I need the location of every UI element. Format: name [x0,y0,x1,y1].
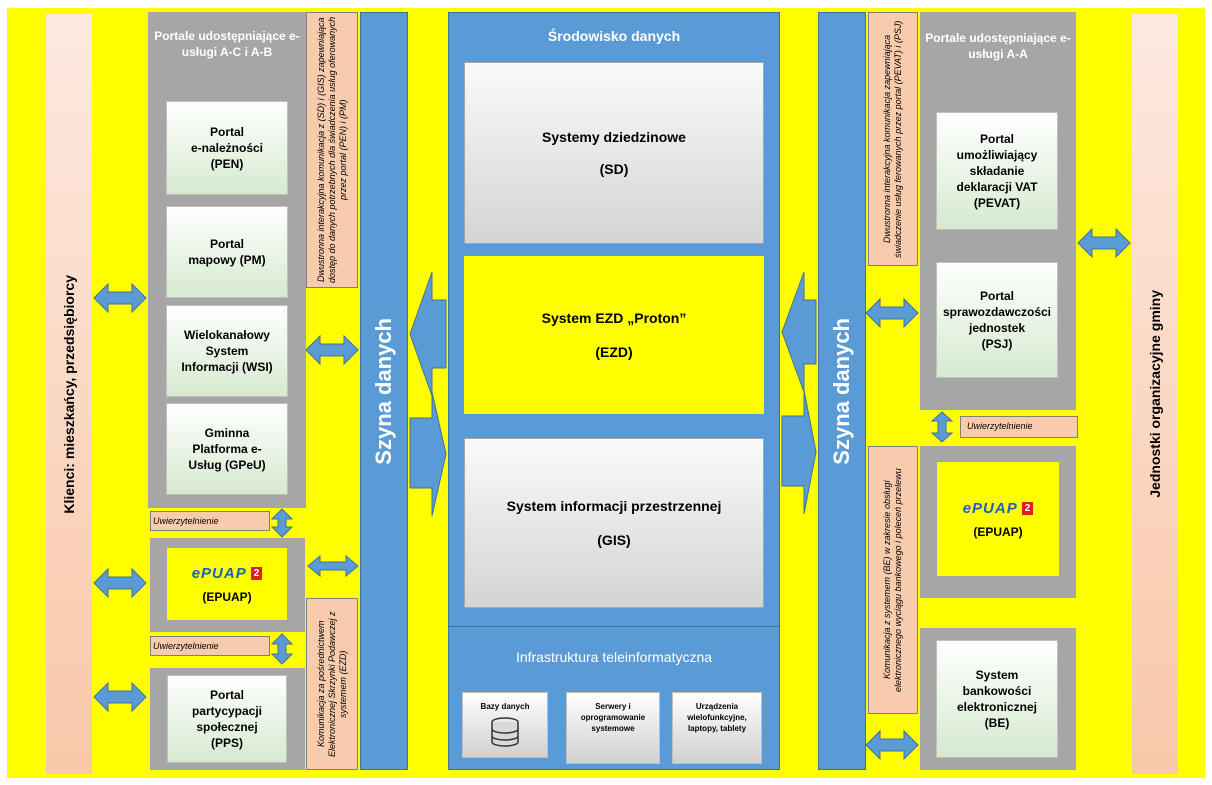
left-epuap-box: ePUAP 2 (EPUAP) [167,548,287,620]
infra-databases: Bazy danych [462,692,548,758]
sd-code: (SD) [599,161,629,177]
card-text: elektronicznej [956,700,1038,714]
arrow-left-icon [409,271,447,397]
arrow-right-icon [409,391,447,517]
card-text: jednostek [968,321,1025,335]
double-arrow-icon [93,567,147,599]
card-text: Wielokanałowy [184,328,270,342]
environment-title: Środowisko danych [547,28,681,44]
portal-psj-card: Portal sprawozdawczości jednostek (PSJ) [936,262,1058,378]
double-arrow-icon [307,554,359,578]
left-portals-title: Portale udostępniające e-usługi A-C i A-… [154,29,300,59]
infra-label: Serwery i oprogramowanie systemowe [580,702,646,733]
left-data-bus: Szyna danych [360,12,408,770]
epuap-label: (EPUAP) [202,589,252,604]
infra-title: Infrastruktura teleinformatyczna [515,649,713,665]
card-text: partycypacji [191,704,263,718]
card-text: deklaracji VAT [956,180,1038,194]
ezd-system-box: System EZD „Proton” (EZD) [464,256,764,414]
system-be-card: System bankowości elektronicznej (BE) [936,640,1058,758]
card-text: społecznej [196,720,258,734]
left-top-note: Dwustronna interakcyjna komunikacja z (S… [306,12,358,288]
card-text: System [975,668,1019,682]
epuap-logo-num: 2 [1021,501,1034,515]
card-text: e-należności [190,141,264,155]
card-text: Gminna [204,426,250,440]
double-arrow-icon [1077,227,1131,259]
double-arrow-icon [865,297,919,329]
infra-devices: Urządzenia wielofunkcyjne, laptopy, tabl… [672,692,762,764]
portal-pm-card: Portal mapowy (PM) [166,206,288,298]
epuap-logo-num: 2 [250,566,263,580]
card-text: Portal [979,132,1014,146]
infra-label: Urządzenia wielofunkcyjne, laptopy, tabl… [687,702,747,733]
card-text: sprawozdawczości [942,305,1052,319]
gis-code: (GIS) [597,532,631,548]
gis-name: System informacji przestrzennej [506,498,722,514]
epuap-logo-icon: ePUAP 2 [192,565,263,582]
left-auth-label-bottom: Uwierzytelnienie [150,636,270,656]
left-auth-label-top: Uwierzytelnienie [150,511,270,531]
vertical-double-arrow-icon [270,633,294,665]
ezd-name: System EZD „Proton” [541,310,687,326]
epuap-label: (EPUAP) [973,524,1023,539]
right-epuap-box: ePUAP 2 (EPUAP) [937,462,1059,576]
right-auth-label: Uwierzytelnienie [960,416,1078,438]
vertical-double-arrow-icon [930,411,954,443]
right-bottom-note: Komunikacja z systemem (BE) w zakresie o… [868,446,918,714]
card-text: Portal [979,289,1014,303]
arrow-left-icon [781,271,817,393]
card-text: Usług (GPeU) [188,458,266,472]
card-text: System [205,344,249,358]
left-actor-bar: Klienci: mieszkańcy, przedsiębiorcy [46,14,92,774]
double-arrow-icon [93,681,147,713]
vertical-double-arrow-icon [270,508,294,538]
card-text: (BE) [984,716,1010,730]
double-arrow-icon [305,334,359,366]
card-text: (PEVAT) [973,196,1021,210]
card-text: składanie [969,164,1025,178]
sd-name: Systemy dziedzinowe [542,129,686,145]
portal-pevat-card: Portal umożliwiający składanie deklaracji V… [936,112,1058,230]
epuap-logo-text: ePUAP [191,564,247,582]
arrow-right-icon [781,389,817,515]
right-top-note: Dwustronna interakcyjna komunikacja zape… [868,12,918,266]
card-text: Portal [209,125,244,139]
epuap-logo-icon: ePUAP 2 [963,500,1034,517]
portal-pps-card: Portal partycypacji społecznej (PPS) [167,675,287,763]
sd-system-box: Systemy dziedzinowe (SD) [464,62,764,244]
card-text: Informacji (WSI) [181,360,273,374]
card-text: Portal [209,688,244,702]
epuap-logo-text: ePUAP [962,499,1018,517]
card-text: Portal [209,237,244,251]
card-text: mapowy (PM) [188,253,266,267]
double-arrow-icon [93,282,147,314]
card-text: (PEN) [210,157,244,171]
infra-servers: Serwery i oprogramowanie systemowe [566,692,660,764]
card-text: umożliwiający [956,148,1038,162]
gis-system-box: System informacji przestrzennej (GIS) [464,438,764,608]
card-text: (PSJ) [981,337,1013,351]
card-text: (PPS) [210,736,243,750]
right-data-bus: Szyna danych [818,12,866,770]
portal-pen-card: Portal e-należności (PEN) [166,101,288,195]
right-portals-title: Portale udostępniające e-usługi A-A [925,31,1071,61]
double-arrow-icon [865,729,919,761]
infra-label: Bazy danych [480,702,530,711]
card-text: bankowości [962,684,1032,698]
ezd-code: (EZD) [595,344,633,360]
infra-divider [448,626,780,627]
card-text: Platforma e- [192,442,262,456]
left-bottom-note: Komunikacja za pośrednictwem Elektronicz… [306,598,358,770]
right-actor-bar: Jednostki organizacyjne gminy [1132,14,1178,774]
database-icon [491,717,519,747]
